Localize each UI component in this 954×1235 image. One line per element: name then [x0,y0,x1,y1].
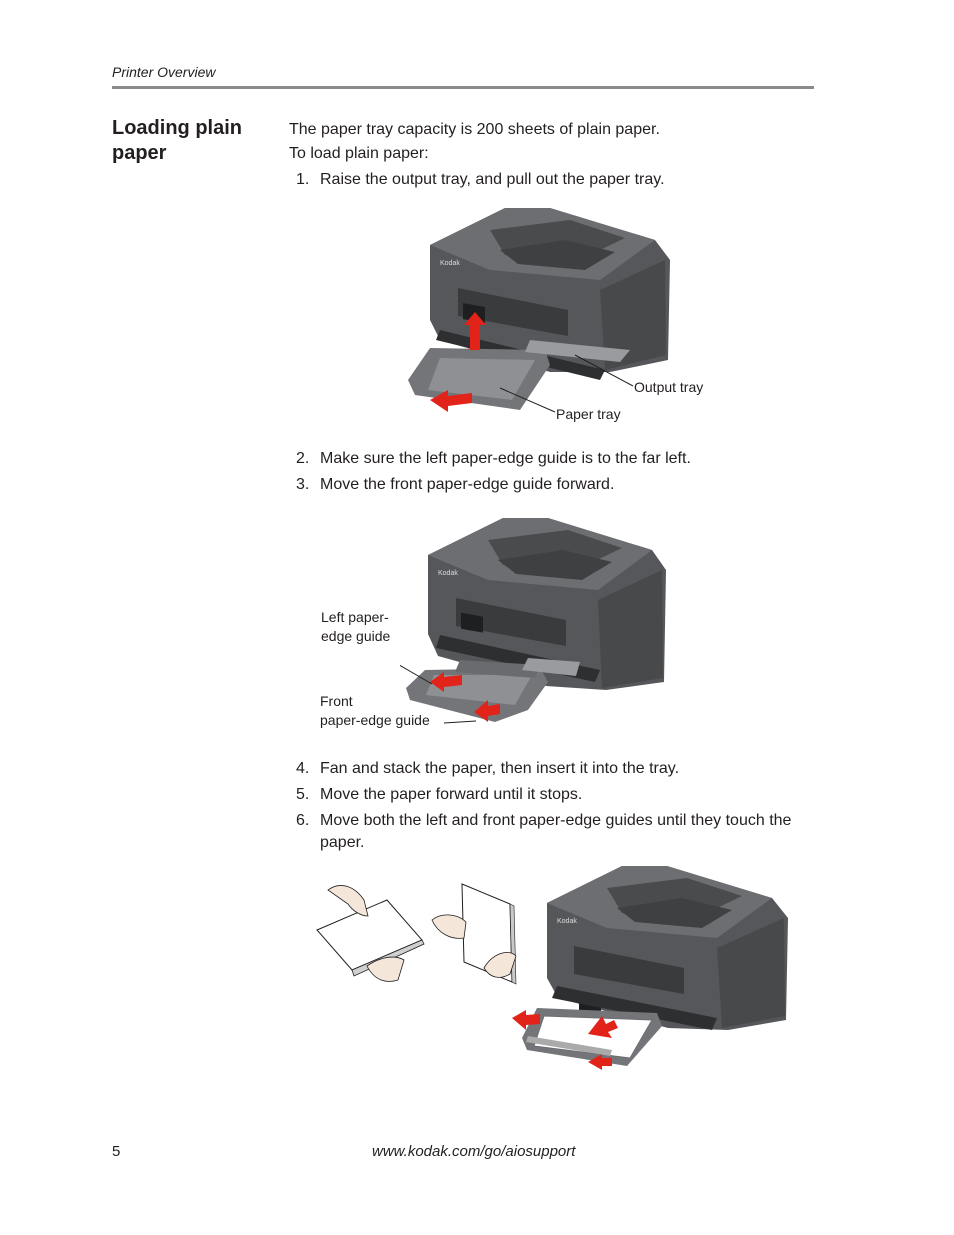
left-guide-leader [400,664,433,685]
stacked-paper-illustration [431,883,517,985]
paper-loading-figure: Kodak [316,866,788,1070]
step-number: 3. [296,476,310,493]
printer-illustration: Kodak [406,518,666,722]
left-guide-label: Left paper- edge guide [321,608,390,646]
output-tray-label: Output tray [634,379,704,395]
brand-logo: Kodak [440,260,460,267]
step-text: Move the paper forward until it stops. [320,786,583,803]
brand-logo: Kodak [438,570,458,577]
step-3: 3. Move the front paper-edge guide forwa… [296,474,816,496]
output-tray-leader [574,354,634,387]
step-4: 4. Fan and stack the paper, then insert … [296,758,816,780]
step-text: Fan and stack the paper, then insert it … [320,760,680,777]
fanning-paper-illustration [316,885,425,982]
step-number: 5. [296,786,310,803]
printer-figure-output-tray: Kodak [408,208,670,413]
step-1: 1. Raise the output tray, and pull out t… [296,169,816,191]
lead-text: To load plain paper: [289,145,429,162]
left-guide-label-line2: edge guide [321,628,391,644]
printer-illustration: Kodak [408,208,670,412]
step-text: Make sure the left paper-edge guide is t… [320,450,691,467]
footer-url: www.kodak.com/go/aiosupport [372,1143,576,1160]
step-number: 1. [296,171,310,188]
front-guide-leader [443,720,477,724]
step-text: Move the front paper-edge guide forward. [320,476,615,493]
step-number: 6. [296,812,310,829]
front-guide-label-line2: paper-edge guide [320,712,430,728]
step-number: 4. [296,760,310,777]
step-number: 2. [296,450,310,467]
step-text: Raise the output tray, and pull out the … [320,171,665,188]
page-number: 5 [112,1143,121,1160]
paper-tray-label: Paper tray [556,406,621,422]
printer-illustration: Kodak [512,866,788,1070]
front-guide-label: Front paper-edge guide [320,692,430,730]
step-2: 2. Make sure the left paper-edge guide i… [296,448,816,470]
step-6: 6. Move both the left and front paper-ed… [296,810,816,854]
brand-logo: Kodak [557,918,577,925]
running-header: Printer Overview [112,64,216,80]
printer-figure-paper-guides: Kodak [400,518,666,724]
capacity-text: The paper tray capacity is 200 sheets of… [289,121,660,138]
left-guide-label-line1: Left paper- [321,609,389,625]
step-5: 5. Move the paper forward until it stops… [296,784,816,806]
section-title: Loading plain paper [112,117,242,164]
step-text: Move both the left and front paper-edge … [320,812,792,851]
paper-tray-leader [499,387,556,413]
front-guide-label-line1: Front [320,693,353,709]
header-rule [112,86,814,89]
